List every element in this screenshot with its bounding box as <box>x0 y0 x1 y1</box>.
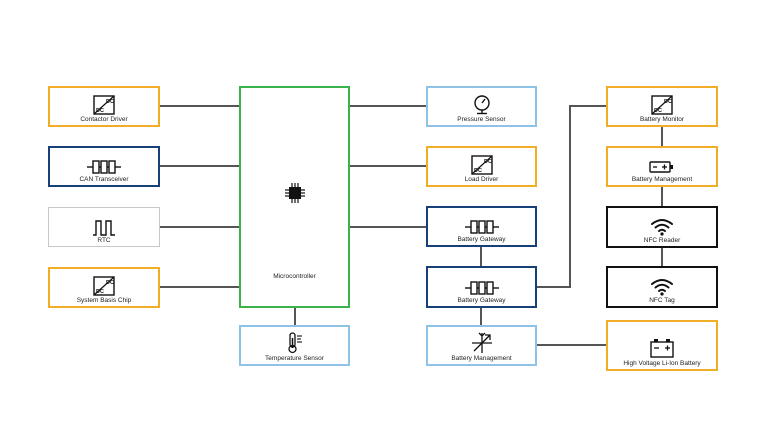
microcontroller-label: Microcontroller <box>273 273 316 280</box>
battery-management-label: Battery Management <box>451 354 512 362</box>
pressure-sensor-block[interactable]: Pressure Sensor <box>426 86 537 127</box>
thermometer-icon <box>286 331 304 354</box>
svg-text:DC: DC <box>484 159 492 165</box>
nfc-reader-label: NFC Reader <box>643 236 681 244</box>
rtc-block[interactable]: RTC <box>48 207 160 247</box>
contactor-driver-label: Contactor Driver <box>80 115 128 123</box>
svg-text:DC: DC <box>106 280 114 286</box>
gauge-icon <box>472 94 492 115</box>
svg-text:DC: DC <box>106 99 114 105</box>
hv-battery-block[interactable]: High Voltage Li-Ion Battery <box>606 320 718 371</box>
battery-management-block[interactable]: Battery Management <box>606 146 718 187</box>
crossed-arrows-icon <box>471 332 493 354</box>
svg-text:DC: DC <box>96 108 104 114</box>
wifi-icon <box>650 278 674 296</box>
svg-text:DC: DC <box>654 108 662 114</box>
hv-battery-label: High Voltage Li-Ion Battery <box>623 359 701 367</box>
svg-text:DC: DC <box>474 168 482 174</box>
chip-icon <box>284 182 306 204</box>
svg-text:DC: DC <box>664 99 672 105</box>
svg-text:DC: DC <box>96 289 104 295</box>
microcontroller-block[interactable]: Microcontroller <box>239 86 350 308</box>
nfc-reader-block[interactable]: NFC Reader <box>606 206 718 248</box>
transceiver-icon <box>464 280 499 296</box>
can-transceiver-block[interactable]: CAN Transceiver <box>48 146 160 187</box>
wifi-icon <box>650 218 674 236</box>
battery-management-block[interactable]: Battery Management <box>426 325 537 366</box>
square-wave-icon <box>93 219 115 236</box>
system-basis-chip-label: System Basis Chip <box>76 296 132 304</box>
battery-gateway-block[interactable]: Battery Gateway <box>426 206 537 247</box>
wire-gateway2-to-monitor <box>537 105 606 288</box>
battery-monitor-label: Battery Monitor <box>639 115 685 123</box>
battery-icon <box>648 159 676 175</box>
battery-gateway-label: Battery Gateway <box>457 296 506 304</box>
transceiver-icon <box>87 159 121 175</box>
battery-management-label: Battery Management <box>631 175 693 183</box>
nfc-tag-label: NFC Tag <box>649 296 675 304</box>
can-transceiver-label: CAN Transceiver <box>79 175 129 183</box>
load-driver-label: Load Driver <box>464 175 499 183</box>
temperature-sensor-block[interactable]: Temperature Sensor <box>239 325 350 366</box>
car-battery-icon <box>649 337 675 359</box>
transceiver-icon <box>464 219 499 235</box>
nfc-tag-block[interactable]: NFC Tag <box>606 266 718 308</box>
temperature-sensor-label: Temperature Sensor <box>265 354 324 362</box>
battery-gateway-label: Battery Gateway <box>457 235 506 243</box>
pressure-sensor-label: Pressure Sensor <box>457 115 506 123</box>
rtc-label: RTC <box>97 236 111 244</box>
battery-gateway-block[interactable]: Battery Gateway <box>426 266 537 308</box>
